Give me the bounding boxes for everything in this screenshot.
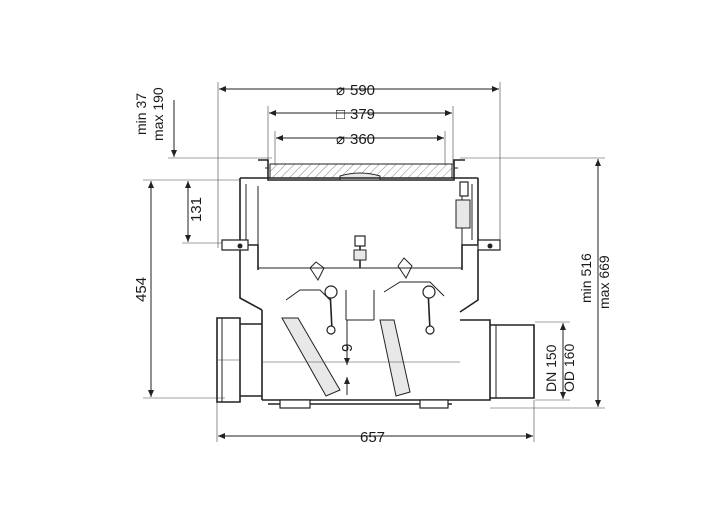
dim-360: 360 xyxy=(350,131,375,148)
dim-590-symbol: ⌀ xyxy=(336,82,345,99)
dim-379: 379 xyxy=(350,106,375,123)
dim-adjust-max: max 190 xyxy=(150,87,166,141)
dim-od: OD 160 xyxy=(561,344,577,392)
dim-9: 9 xyxy=(339,344,356,352)
dim-adjust-min: min 37 xyxy=(133,93,149,135)
dim-131: 131 xyxy=(188,197,205,222)
dim-dn: DN 150 xyxy=(543,344,559,392)
dimension-lines xyxy=(143,82,605,442)
dim-454: 454 xyxy=(133,277,150,302)
dimension-labels: ⌀ 590 □ 379 ⌀ 360 min 37 max 190 131 454… xyxy=(133,82,612,446)
dim-657: 657 xyxy=(360,429,385,446)
dim-590: 590 xyxy=(350,82,375,99)
dim-total-max: max 669 xyxy=(596,255,612,309)
dim-total-min: min 516 xyxy=(578,253,594,303)
drain-body xyxy=(216,159,535,409)
dim-379-symbol: □ xyxy=(336,106,345,123)
dim-360-symbol: ⌀ xyxy=(336,131,345,148)
